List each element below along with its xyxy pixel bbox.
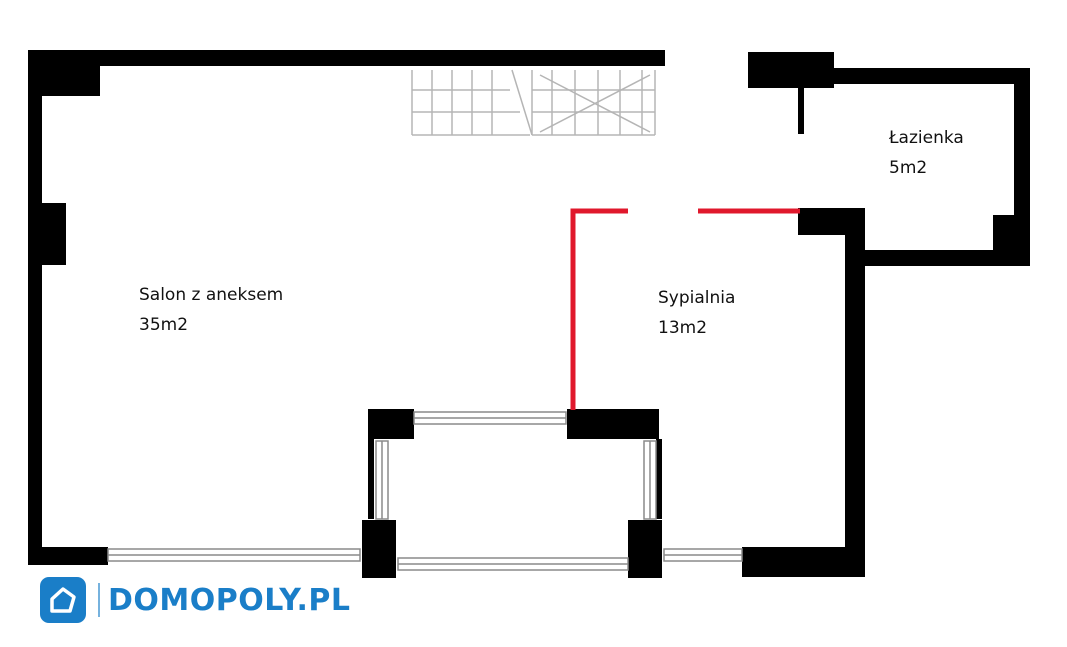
highlight-wall xyxy=(570,208,800,410)
lazienka-area: 5m2 xyxy=(889,158,928,178)
lazienka-name: Łazienka xyxy=(889,128,964,148)
room-label-lazienka: Łazienka 5m2 xyxy=(889,123,964,183)
sypialnia-name: Sypialnia xyxy=(658,288,736,308)
room-label-sypialnia: Sypialnia 13m2 xyxy=(658,283,735,343)
walls xyxy=(28,50,1030,578)
brand-watermark: DOMOPOLY.PL xyxy=(40,577,350,623)
windows xyxy=(107,411,743,571)
salon-name: Salon z aneksem xyxy=(139,285,284,305)
sypialnia-area: 13m2 xyxy=(658,318,708,338)
salon-area: 35m2 xyxy=(139,315,189,335)
house-logo-icon xyxy=(40,577,86,623)
brand-separator xyxy=(98,583,100,617)
staircase xyxy=(411,69,656,136)
room-label-salon: Salon z aneksem 35m2 xyxy=(139,280,283,340)
brand-name: DOMOPOLY.PL xyxy=(108,582,351,618)
